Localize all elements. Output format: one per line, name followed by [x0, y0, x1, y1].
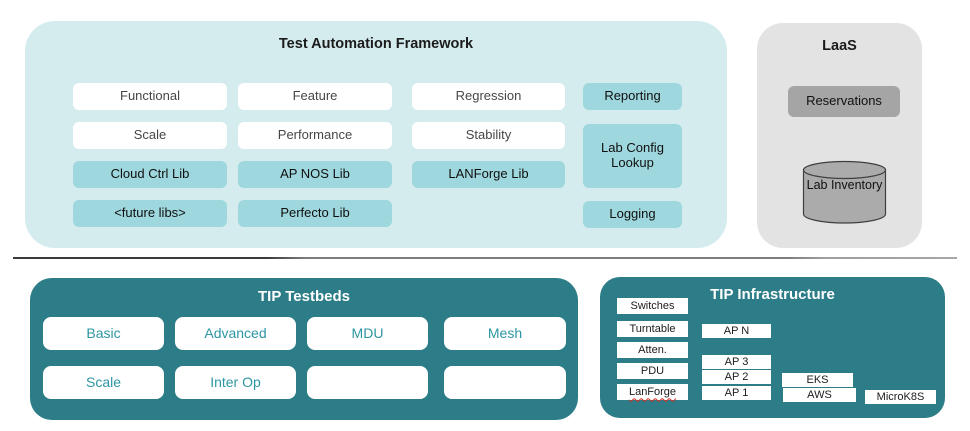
testbed-box-empty-2	[444, 366, 566, 399]
testbeds-title: TIP Testbeds	[258, 288, 350, 305]
database-cylinder-icon	[802, 160, 887, 224]
infra-box-aws: AWS	[783, 388, 856, 402]
panel-test-automation-framework: Test Automation Framework Functional Fea…	[25, 21, 727, 248]
box-scale: Scale	[73, 122, 227, 149]
infra-box-switches: Switches	[617, 298, 688, 314]
panel-tip-testbeds: TIP Testbeds Basic Advanced MDU Mesh Sca…	[30, 278, 578, 420]
infra-box-ap-n: AP N	[702, 324, 771, 338]
box-feature: Feature	[238, 83, 392, 110]
infra-box-atten: Atten.	[617, 342, 688, 358]
box-future-libs: <future libs>	[73, 200, 227, 227]
box-performance: Performance	[238, 122, 392, 149]
box-lanforge-lib: LANForge Lib	[412, 161, 565, 188]
box-stability: Stability	[412, 122, 565, 149]
infra-box-microk8s: MicroK8S	[865, 390, 936, 404]
testbed-box-scale: Scale	[43, 366, 164, 399]
infra-box-eks: EKS	[782, 373, 853, 387]
box-lab-config-lookup: Lab Config Lookup	[583, 124, 682, 188]
lanforge-misspelled-label: LanForge	[628, 385, 677, 398]
lab-inventory-database: Lab Inventory	[802, 160, 887, 224]
box-functional: Functional	[73, 83, 227, 110]
infra-box-lanforge: LanForge	[617, 384, 688, 400]
infra-box-ap-2: AP 2	[702, 370, 771, 384]
box-reporting: Reporting	[583, 83, 682, 110]
laas-title: LaaS	[822, 38, 857, 54]
box-perfecto-lib: Perfecto Lib	[238, 200, 392, 227]
infra-box-ap-1: AP 1	[702, 386, 771, 400]
testbed-box-mesh: Mesh	[444, 317, 566, 350]
infra-box-turntable: Turntable	[617, 321, 688, 337]
panel-laas: LaaS Reservations Lab Inventory	[757, 23, 922, 248]
testbed-box-basic: Basic	[43, 317, 164, 350]
taf-title: Test Automation Framework	[278, 36, 474, 52]
box-cloud-ctrl-lib: Cloud Ctrl Lib	[73, 161, 227, 188]
lab-inventory-label: Lab Inventory	[806, 178, 883, 192]
testbed-box-mdu: MDU	[307, 317, 428, 350]
box-ap-nos-lib: AP NOS Lib	[238, 161, 392, 188]
testbed-box-empty-1	[307, 366, 428, 399]
infra-box-ap-3: AP 3	[702, 355, 771, 369]
infra-title: TIP Infrastructure	[710, 286, 835, 303]
infra-box-pdu: PDU	[617, 363, 688, 379]
section-divider	[13, 257, 957, 259]
box-logging: Logging	[583, 201, 682, 228]
box-reservations: Reservations	[788, 86, 900, 117]
testbed-box-advanced: Advanced	[175, 317, 296, 350]
box-regression: Regression	[412, 83, 565, 110]
panel-tip-infrastructure: TIP Infrastructure Switches Turntable At…	[600, 277, 945, 418]
testbed-box-inter-op: Inter Op	[175, 366, 296, 399]
